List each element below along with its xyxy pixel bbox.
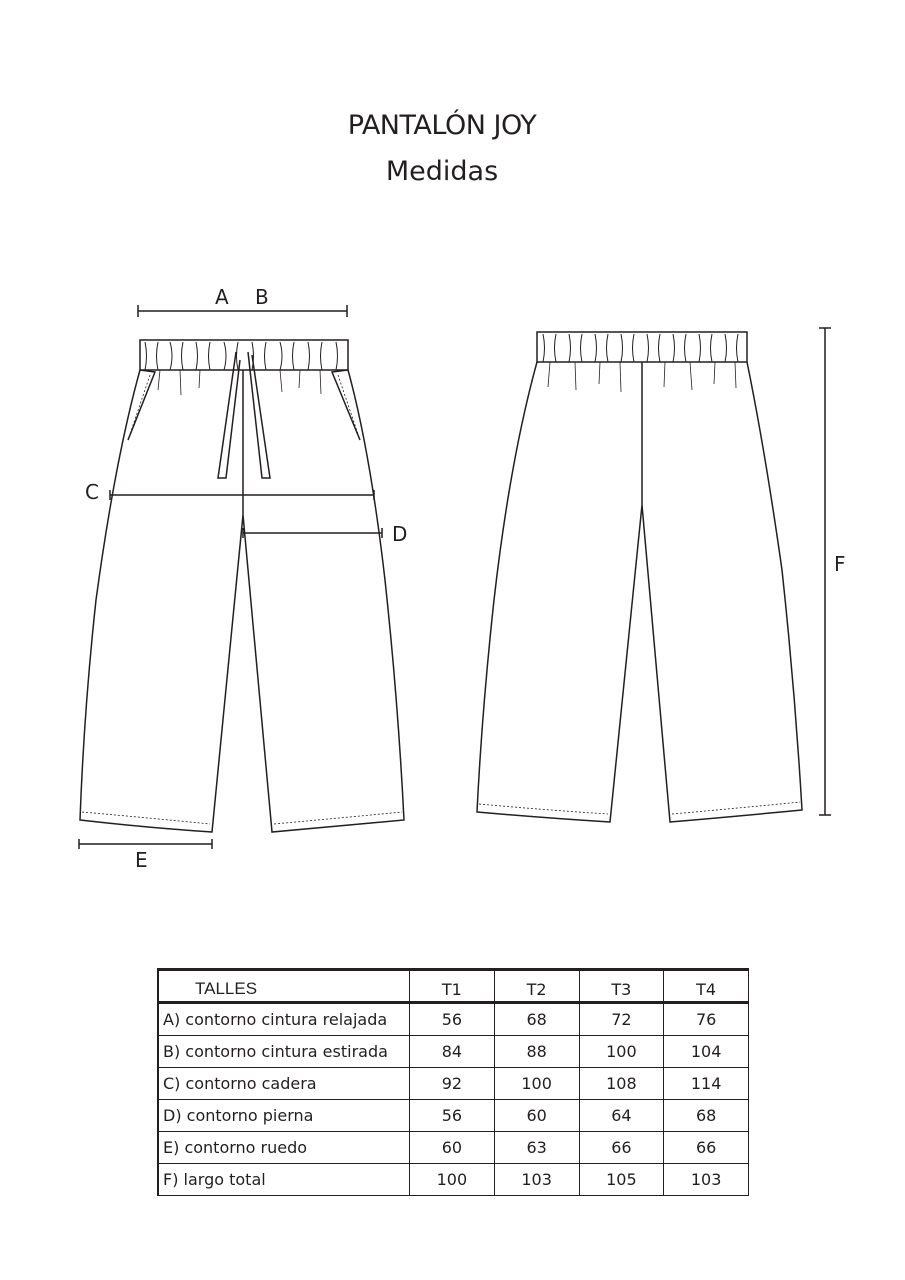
back-waistband (536, 331, 748, 363)
page-subtitle: Medidas (385, 156, 499, 187)
front-elastic-gathers (144, 341, 338, 371)
front-pockets (127, 369, 361, 441)
cell: 100 (409, 1163, 495, 1196)
pants-technical-drawing (78, 305, 831, 849)
cell: 104 (663, 1035, 749, 1068)
back-outline (476, 361, 803, 823)
page-title: PANTALÓN JOY (347, 110, 537, 141)
label-e: E (135, 848, 148, 872)
row-label: D) contorno pierna (157, 1099, 410, 1132)
label-d: D (392, 522, 408, 546)
header-cell: T3 (578, 968, 665, 1004)
row-label: A) contorno cintura relajada (157, 1002, 410, 1036)
row-label: C) contorno cadera (157, 1067, 410, 1100)
cell: 92 (409, 1067, 495, 1100)
cell: 68 (493, 1002, 580, 1036)
cell: 64 (578, 1099, 665, 1132)
dimension-d (242, 528, 383, 538)
dimension-lines (78, 305, 831, 849)
size-table: TALLES T1 T2 T3 T4 A) contorno cintura r… (157, 968, 749, 1196)
cell: 108 (578, 1067, 665, 1100)
table-header-row: TALLES T1 T2 T3 T4 (157, 968, 749, 1004)
cell: 63 (493, 1131, 580, 1164)
cell: 72 (578, 1002, 665, 1036)
cell: 84 (409, 1035, 495, 1068)
back-view-pants (476, 331, 803, 823)
front-view-pants (79, 339, 405, 833)
label-a: A (215, 285, 229, 309)
cell: 76 (663, 1002, 749, 1036)
cell: 114 (663, 1067, 749, 1100)
header-cell: T4 (663, 968, 749, 1004)
header-cell: T2 (493, 968, 580, 1004)
dimension-c (109, 490, 375, 500)
cell: 100 (578, 1035, 665, 1068)
row-label: F) largo total (157, 1163, 410, 1196)
cell: 60 (409, 1131, 495, 1164)
cell: 68 (663, 1099, 749, 1132)
cell: 100 (493, 1067, 580, 1100)
cell: 105 (578, 1163, 665, 1196)
row-label: E) contorno ruedo (157, 1131, 410, 1164)
row-label: B) contorno cintura estirada (157, 1035, 410, 1068)
cell: 66 (663, 1131, 749, 1164)
cell: 56 (409, 1002, 495, 1036)
header-cell: T1 (409, 968, 495, 1004)
cell: 103 (493, 1163, 580, 1196)
cell: 103 (663, 1163, 749, 1196)
dimension-ab (137, 305, 348, 317)
cell: 66 (578, 1131, 665, 1164)
dimension-f (819, 327, 831, 816)
label-c: C (85, 480, 99, 504)
cell: 88 (493, 1035, 580, 1068)
cell: 56 (409, 1099, 495, 1132)
label-f: F (834, 552, 846, 576)
header-cell: TALLES (157, 968, 410, 1004)
dimension-e (78, 839, 213, 849)
cell: 60 (493, 1099, 580, 1132)
drawstring (217, 351, 271, 479)
front-waistband (139, 339, 349, 371)
label-b: B (255, 285, 269, 309)
